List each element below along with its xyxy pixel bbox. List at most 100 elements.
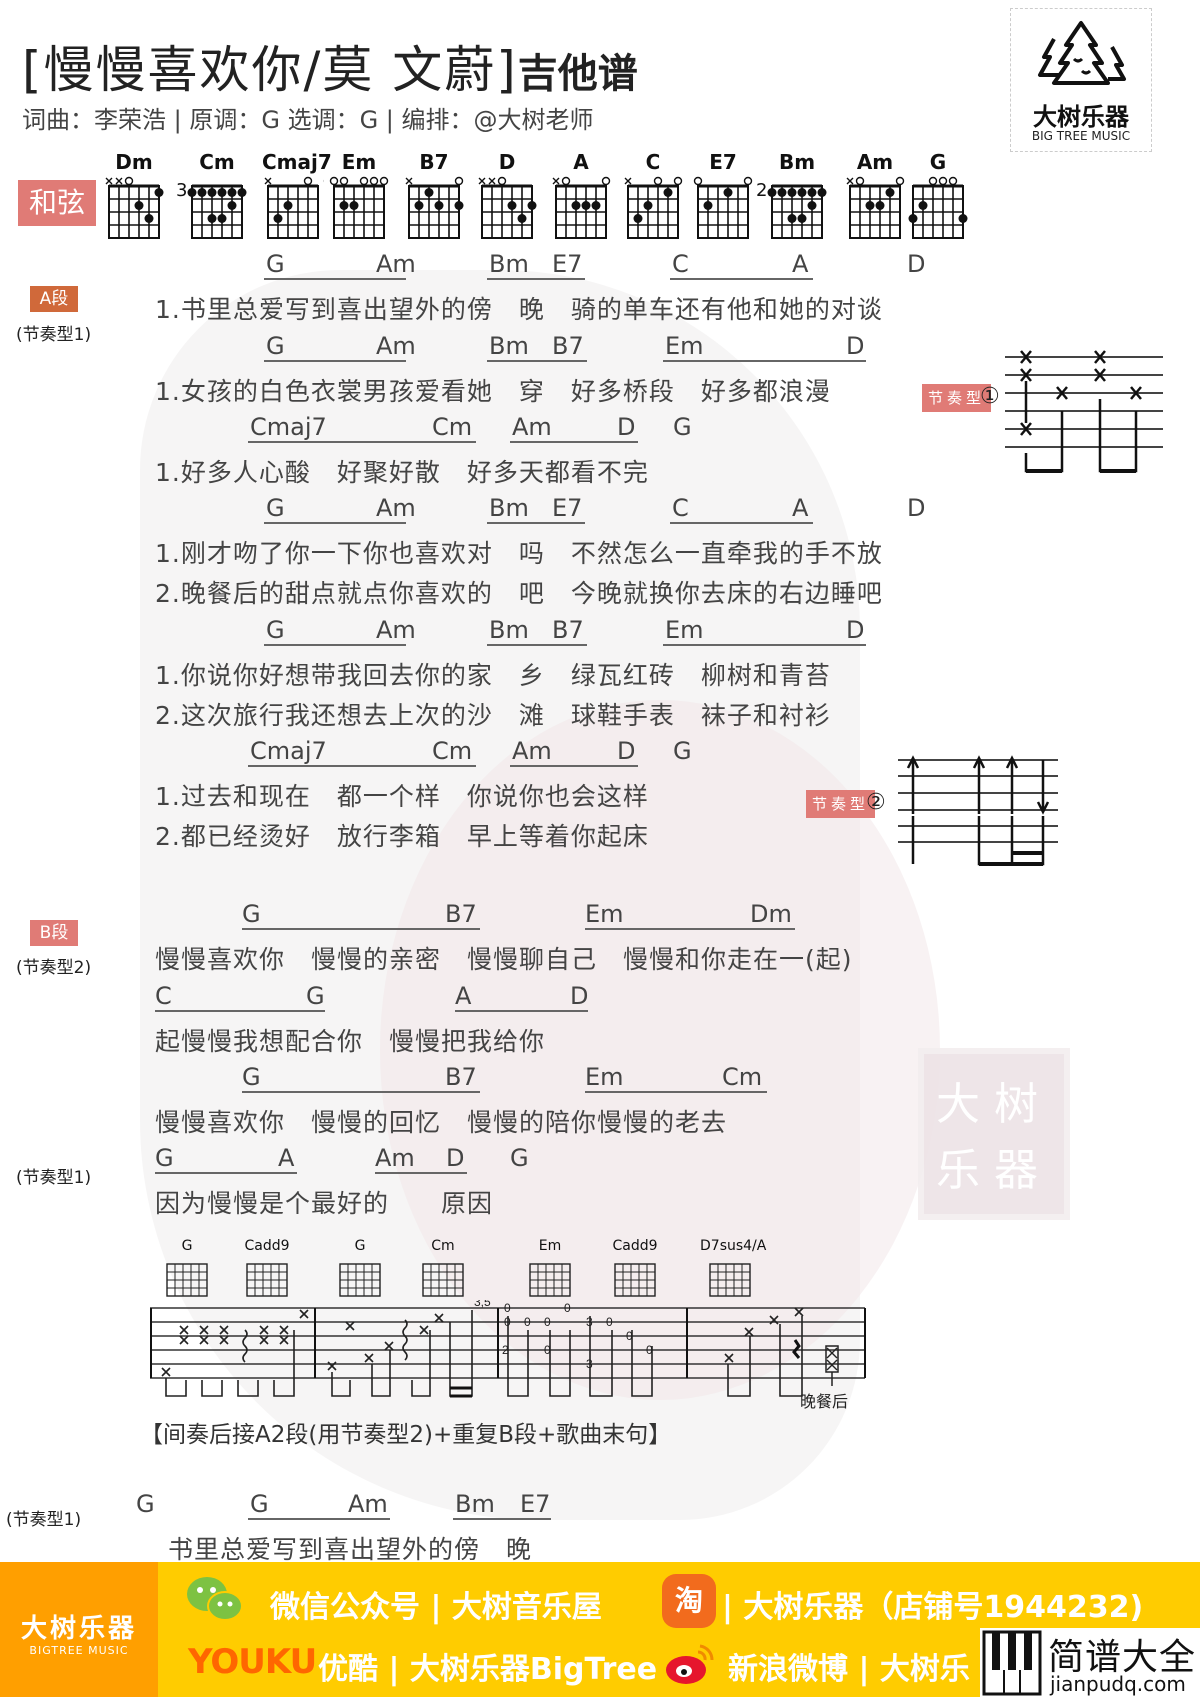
chord-underline xyxy=(264,360,406,362)
chord-underline xyxy=(487,522,585,524)
chord-line: G Am Bm B7 Em D xyxy=(0,332,1000,362)
ending-rhythm: (节奏型1) xyxy=(6,1510,82,1530)
fretboard-icon xyxy=(709,1263,751,1297)
chord: D xyxy=(446,1144,465,1172)
fretboard-icon xyxy=(908,176,968,239)
chord: C xyxy=(672,250,689,278)
chord-underline xyxy=(264,644,406,646)
site-url[interactable]: jianpudq.com xyxy=(1050,1672,1186,1696)
chord: Am xyxy=(376,494,416,522)
chord-name: Cm xyxy=(431,1238,455,1254)
chord: Bm xyxy=(489,494,529,522)
chord: Am xyxy=(512,737,552,765)
chord: D xyxy=(617,413,636,441)
chord: C xyxy=(672,494,689,522)
fretboard-icon xyxy=(614,1263,656,1297)
chord-name: Dm xyxy=(115,150,153,174)
chord-name: C xyxy=(645,150,661,174)
chord: Am xyxy=(376,332,416,360)
interlude-chord-diagram: D7sus4/A xyxy=(700,1238,766,1300)
footer-youku: 优酷 | 大树乐器BigTree xyxy=(318,1652,658,1687)
chord: Cm xyxy=(432,413,473,441)
lyric-line: 1.好多人心酸 好聚好散 好多天都看不完 xyxy=(155,458,649,487)
fretboard-icon xyxy=(478,176,537,239)
section-b-last-rhythm: (节奏型1) xyxy=(16,1168,92,1188)
rhythm-pattern-1-badge: 节奏型 xyxy=(922,384,992,412)
fretboard-icon xyxy=(846,176,905,239)
fretboard-icon xyxy=(405,176,464,239)
chord-underline xyxy=(242,1091,480,1093)
logo-name-en: BIG TREE MUSIC xyxy=(1031,129,1131,143)
chord: A xyxy=(792,250,809,278)
chord: Am xyxy=(376,250,416,278)
chord: A xyxy=(278,1144,295,1172)
fretboard-icon xyxy=(767,184,827,239)
stamp-char: 树 xyxy=(994,1079,1038,1130)
chord-underline xyxy=(663,644,866,646)
interlude-chord-diagram: Em xyxy=(520,1238,580,1300)
interlude-end-label: 晚餐后 xyxy=(800,1392,849,1411)
interlude-chord-diagram: G xyxy=(330,1238,390,1300)
chord: G xyxy=(266,494,285,522)
stamp-char: 大 xyxy=(936,1079,980,1130)
chord-diagram-e7: E7 xyxy=(692,150,754,242)
weibo-icon xyxy=(666,1644,714,1684)
chord-underline xyxy=(510,765,638,767)
rhythm-pattern-2-badge: 节奏型 xyxy=(806,790,876,818)
interlude-instruction: 【间奏后接A2段(用节奏型2)+重复B段+歌曲末句】 xyxy=(140,1422,672,1448)
chord-underline xyxy=(670,278,813,280)
pine-trees-icon xyxy=(1038,21,1126,85)
fretboard-icon xyxy=(187,184,247,239)
fretboard-icon xyxy=(329,176,389,239)
lyric-line: 慢慢喜欢你 慢慢的亲密 慢慢聊自己 慢慢和你走在一(起) xyxy=(155,945,853,974)
chord: Dm xyxy=(750,900,792,928)
section-a-rhythm: (节奏型1) xyxy=(16,325,92,345)
brand-logo: 大树乐器 BIG TREE MUSIC xyxy=(1010,8,1152,152)
chord: D xyxy=(846,616,865,644)
chord-underline xyxy=(455,1010,588,1012)
fretboard-icon xyxy=(422,1263,464,1297)
chord: Cm xyxy=(432,737,473,765)
chord-underline xyxy=(248,765,476,767)
chord-name: G xyxy=(929,150,947,174)
chord-diagram-g: G xyxy=(907,150,969,242)
chord-line: G Am Bm E7 C A D xyxy=(0,250,1000,280)
chord: Bm xyxy=(455,1490,495,1518)
chord-underline xyxy=(155,1172,297,1174)
wechat-icon xyxy=(187,1577,243,1621)
chord-underline xyxy=(585,928,795,930)
chord: Am xyxy=(348,1490,388,1518)
fretboard-icon xyxy=(166,1263,208,1297)
chord-line: Cmaj7 Cm Am D G xyxy=(0,737,1000,767)
chord-underline xyxy=(510,441,638,443)
chord: Cmaj7 xyxy=(250,737,327,765)
chord-line: G A Am D G xyxy=(0,1144,1000,1174)
lyric-line: 1.你说你好想带我回去你的家 乡 绿瓦红砖 柳树和青苔 xyxy=(155,661,831,690)
interlude-tab-staff: 3,5 0 0 0 0 0 3 0 0 0 2 0 3 xyxy=(150,1300,866,1398)
tab-number: 0 xyxy=(646,1343,653,1357)
chord-line: G B7 Em Cm xyxy=(0,1063,1000,1093)
fretboard-icon xyxy=(624,176,683,239)
chord: Em xyxy=(585,900,624,928)
chord: Am xyxy=(375,1144,415,1172)
tab-number: 0 xyxy=(544,1343,551,1357)
fret-marker: 3 xyxy=(176,180,188,201)
chord: Bm xyxy=(489,332,529,360)
chord-diagram-d: D xyxy=(476,150,538,242)
tab-number: 2 xyxy=(502,1343,509,1357)
fretboard-icon xyxy=(105,176,164,239)
chord-underline xyxy=(670,522,813,524)
lyric-line: 1.刚才吻了你一下你也喜欢对 吗 不然怎么一直牵我的手不放 xyxy=(155,539,883,568)
page-title: [慢慢喜欢你/莫 文蔚]吉他谱 xyxy=(22,30,638,102)
chord-name: Em xyxy=(341,150,377,174)
lyric-line: 2.晚餐后的甜点就点你喜欢的 吧 今晚就换你去床的右边睡吧 xyxy=(155,579,883,608)
fretboard-icon xyxy=(529,1263,571,1297)
chord-underline xyxy=(155,1010,325,1012)
chord-name: B7 xyxy=(419,150,449,174)
chord-diagram-am: Am xyxy=(844,150,906,242)
footer-brand: 大树乐器 BIGTREE MUSIC xyxy=(0,1562,158,1697)
interlude-chord-diagram: Cadd9 xyxy=(237,1238,297,1300)
piano-keys-icon xyxy=(982,1630,1042,1696)
